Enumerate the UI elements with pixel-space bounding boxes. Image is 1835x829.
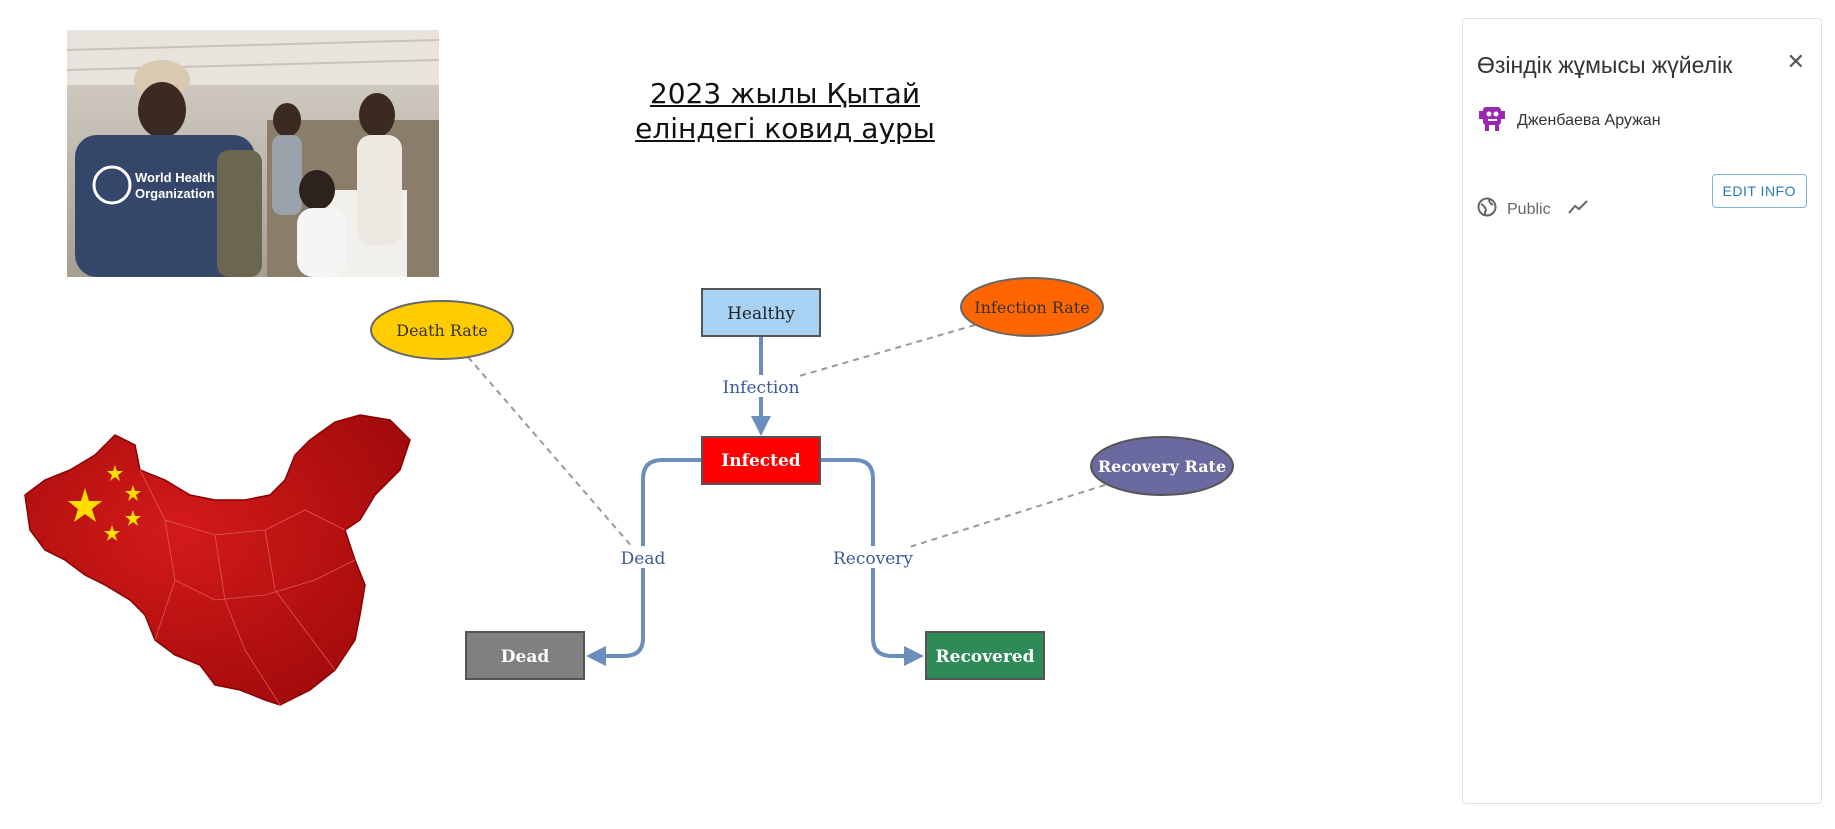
link-infection-rate [763, 324, 976, 389]
flow-label-recovery-bg [835, 546, 911, 568]
diagram-title-line1: 2023 жылы Қытай [649, 77, 921, 110]
stock-dead-label: Dead [501, 647, 550, 667]
variable-recovery-rate[interactable]: Recovery Rate [1090, 436, 1234, 496]
stock-healthy-label: Healthy [727, 304, 795, 324]
globe-icon [1477, 197, 1497, 222]
meta-row: Public [1477, 197, 1589, 222]
flow-label-infection-bg [722, 375, 800, 397]
close-icon[interactable]: ✕ [1786, 49, 1805, 74]
info-panel: Өзіндік жұмысы жүйелік ✕ Дженбаева Аружа… [1462, 18, 1822, 804]
link-death-rate [467, 356, 642, 558]
avatar [1477, 103, 1507, 138]
stock-recovered[interactable]: Recovered [925, 631, 1045, 680]
stock-infected-label: Infected [721, 451, 800, 471]
visibility-label: Public [1507, 200, 1551, 218]
variable-death-rate-label: Death Rate [396, 321, 488, 340]
variable-recovery-rate-label: Recovery Rate [1098, 457, 1226, 476]
variable-infection-rate-label: Infection Rate [974, 298, 1089, 317]
who-photo: World Health Organization [67, 30, 439, 277]
flow-label-dead: Dead [621, 549, 666, 569]
stock-recovered-label: Recovered [936, 647, 1035, 667]
diagram-title-line2: еліндегі ковид ауры [635, 112, 935, 145]
variable-death-rate[interactable]: Death Rate [370, 300, 514, 360]
flow-label-infection: Infection [723, 378, 800, 398]
stock-flow-diagram: Infection Dead Recovery Healthy Infected… [370, 277, 1234, 680]
diagram-title: 2023 жылы Қытай еліндегі ковид ауры [600, 76, 970, 146]
svg-text:Organization: Organization [135, 186, 215, 201]
link-recovery-rate [873, 484, 1106, 561]
svg-text:World Health: World Health [135, 170, 215, 185]
stock-healthy[interactable]: Healthy [701, 288, 821, 337]
trend-icon[interactable] [1567, 199, 1589, 220]
china-map [15, 400, 415, 720]
edit-info-button[interactable]: EDIT INFO [1711, 174, 1807, 208]
panel-title: Өзіндік жұмысы жүйелік [1477, 52, 1733, 78]
stock-dead[interactable]: Dead [465, 631, 585, 680]
flow-label-dead-bg [620, 546, 666, 568]
variable-infection-rate[interactable]: Infection Rate [960, 277, 1104, 337]
stock-infected[interactable]: Infected [701, 436, 821, 485]
flow-label-recovery: Recovery [833, 549, 913, 569]
author-name: Дженбаева Аружан [1517, 111, 1661, 129]
author-row[interactable]: Дженбаева Аружан [1477, 103, 1661, 138]
